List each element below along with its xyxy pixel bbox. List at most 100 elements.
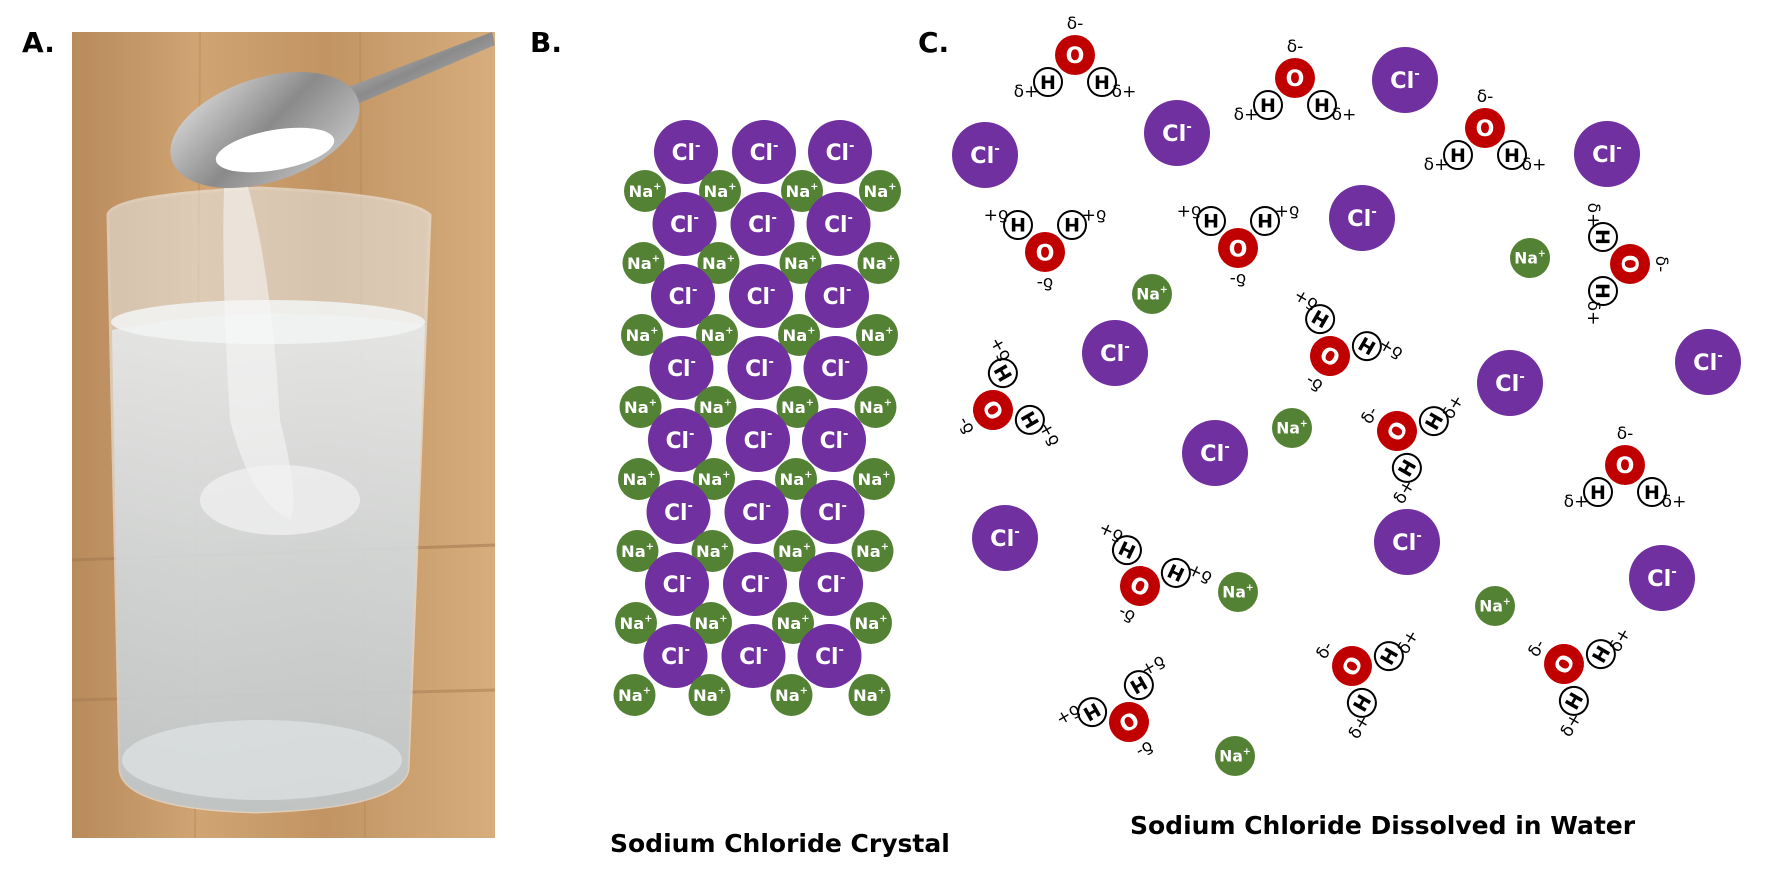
oxygen-atom [1605, 445, 1645, 485]
delta-minus-label: δ- [1617, 424, 1634, 444]
sodium-ion: Na+ [618, 458, 660, 500]
ion-label: Na+ [620, 614, 653, 633]
ion-label: Cl- [815, 643, 844, 670]
chloride-ion-circle [651, 264, 715, 328]
sodium-ion: Na+ [613, 674, 656, 716]
sodium-ion-circle [1132, 274, 1172, 314]
sodium-ion: Na+ [772, 602, 814, 644]
hydrogen-atom [1250, 206, 1280, 236]
chloride-ion: Cl- [972, 505, 1038, 571]
sodium-ion: Na+ [621, 314, 663, 356]
salt-glass-photo [71, 31, 496, 839]
delta-plus-label: δ+ [1564, 492, 1589, 512]
ion-label: Na+ [1479, 597, 1510, 616]
delta-plus-label: δ+ [1390, 476, 1420, 507]
sodium-ion-circle [697, 242, 740, 284]
chloride-ion: Cl- [808, 120, 872, 184]
sodium-ion: Na+ [776, 386, 819, 428]
ion-label: Cl- [672, 139, 701, 166]
hydrogen-label: H [1644, 482, 1660, 504]
sodium-ion: Na+ [1218, 572, 1258, 612]
hydrogen-atom [1253, 90, 1283, 120]
ion-label: Na+ [853, 686, 886, 705]
ion-label: Na+ [695, 614, 728, 633]
delta-plus-label: δ+ [1662, 492, 1687, 512]
sodium-ion-circle [850, 602, 892, 644]
chloride-ion-circle [649, 336, 714, 400]
hydrogen-label: H [1094, 72, 1110, 94]
delta-minus-label: δ- [1037, 273, 1054, 293]
chloride-ion-circle [1477, 350, 1543, 416]
chloride-ion: Cl- [721, 624, 786, 688]
sodium-ion-circle [857, 242, 900, 284]
delta-minus-label: δ- [1287, 37, 1304, 57]
oxygen-atom [1025, 232, 1065, 272]
sodium-ion: Na+ [1215, 736, 1255, 776]
sodium-ion: Na+ [781, 170, 823, 212]
delta-minus-label: δ- [1115, 602, 1138, 627]
chloride-ion-circle [726, 408, 790, 472]
chloride-ion: Cl- [649, 336, 714, 400]
ion-label: Cl- [1495, 370, 1525, 397]
dissolved-ions: Cl-Cl-Cl-Cl-Cl-Cl-Cl-Cl-Cl-Cl-Cl-Cl-Na+N… [952, 47, 1741, 776]
ion-label: Na+ [623, 470, 656, 489]
hydrogen-atom [1346, 687, 1377, 718]
ion-label: Cl- [663, 571, 692, 598]
delta-plus-label: δ+ [1014, 82, 1039, 102]
ion-label: Na+ [702, 254, 735, 273]
sodium-ion: Na+ [1272, 408, 1312, 448]
chloride-ion: Cl- [799, 552, 863, 616]
panel-label-c: C. [918, 26, 949, 59]
chloride-ion-circle [652, 192, 717, 256]
ion-label: Cl- [747, 283, 776, 310]
sodium-ion-circle [613, 674, 656, 716]
chloride-ion-circle [806, 192, 871, 256]
chloride-ion: Cl- [727, 336, 792, 400]
sodium-ion: Na+ [853, 458, 895, 500]
chloride-ion: Cl- [724, 480, 789, 544]
sodium-ion: Na+ [697, 242, 740, 284]
sodium-ion-circle [848, 674, 891, 716]
chloride-ion-circle [1372, 47, 1438, 113]
ion-label: Cl- [821, 355, 850, 382]
oxygen-label: O [1066, 44, 1085, 69]
oxygen-atom [1310, 336, 1350, 376]
hydrogen-atom [1443, 140, 1473, 170]
ion-label: Na+ [855, 614, 888, 633]
ion-label: Na+ [621, 542, 654, 561]
chloride-ion-circle [727, 336, 792, 400]
ion-label: Cl- [1592, 141, 1622, 168]
ion-label: Na+ [783, 326, 816, 345]
hydrogen-label: H [1064, 213, 1080, 235]
chloride-ion: Cl- [802, 408, 866, 472]
ion-label: Cl- [666, 427, 695, 454]
ion-label: Cl- [669, 283, 698, 310]
ion-label: Na+ [856, 542, 889, 561]
hydrogen-atom [1391, 452, 1422, 483]
chloride-ion-circle [797, 624, 862, 688]
hydrogen-atom [1585, 639, 1616, 670]
ion-label: Na+ [862, 254, 895, 273]
sodium-ion-circle [618, 458, 660, 500]
sodium-ion-circle [615, 602, 657, 644]
ion-label: Cl- [826, 139, 855, 166]
chloride-ion: Cl- [1082, 320, 1148, 386]
chloride-ion-circle [730, 192, 795, 256]
hydrogen-label: H [1504, 145, 1520, 167]
chloride-ion: Cl- [648, 408, 712, 472]
hydrogen-label: H [1450, 145, 1466, 167]
hydrogen-label: H [1591, 229, 1613, 245]
chloride-ion-circle [732, 120, 796, 184]
ion-label: Cl- [739, 643, 768, 670]
chloride-ion-circle [654, 120, 718, 184]
hydrogen-atom [1558, 685, 1589, 716]
oxygen-atom [1055, 35, 1095, 75]
chloride-ion-circle [723, 552, 787, 616]
delta-plus-label: δ+ [1583, 301, 1603, 326]
ion-label: Na+ [699, 398, 732, 417]
delta-minus-label: δ- [1477, 87, 1494, 107]
